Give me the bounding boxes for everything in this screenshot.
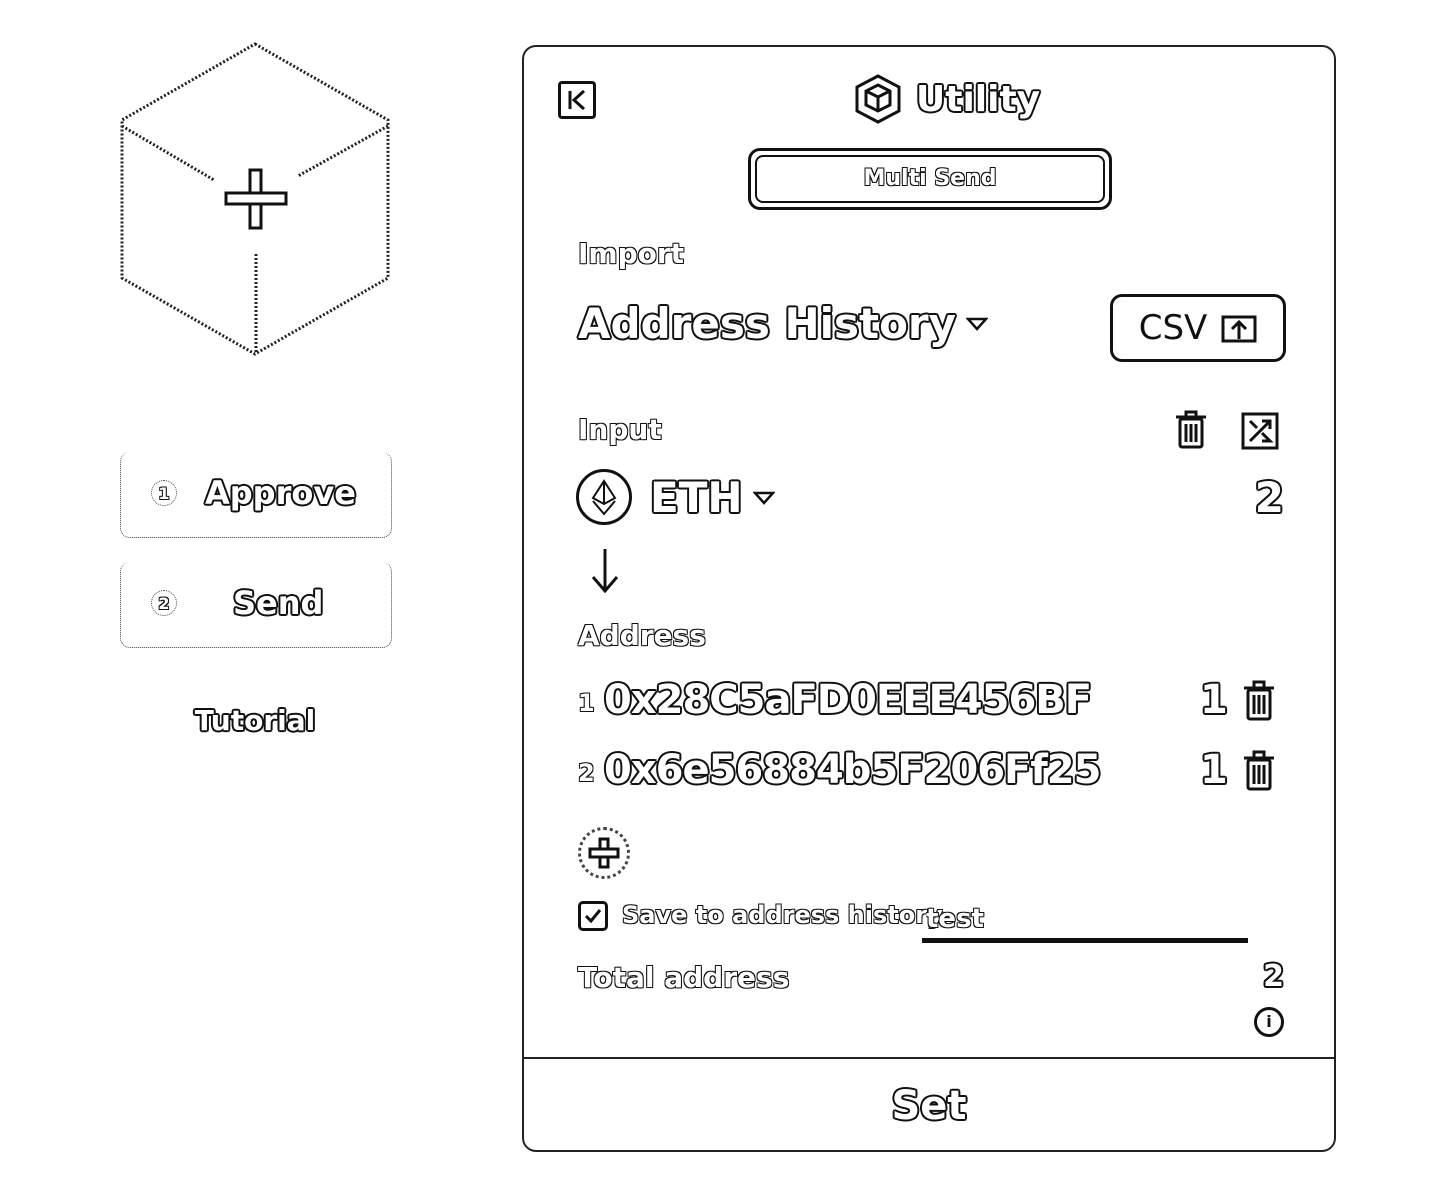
shuffle-icon[interactable] [1240, 411, 1280, 451]
csv-label: CSV [1138, 308, 1208, 348]
address-amount[interactable]: 1 [1200, 747, 1228, 793]
chevron-down-icon [752, 491, 775, 505]
plus-icon [588, 837, 620, 869]
multi-send-label: Multi Send [863, 166, 997, 191]
address-label: Address [578, 619, 706, 652]
checkmark-icon [584, 909, 602, 924]
step-label: Approve [205, 474, 356, 512]
tutorial-link[interactable]: Tutorial [194, 704, 316, 737]
import-source-label: Address History [578, 299, 957, 348]
panel-header: Utility [852, 71, 1040, 127]
token-dropdown[interactable]: ETH [650, 473, 775, 522]
trash-icon[interactable] [1240, 679, 1278, 723]
step-number: 2 [151, 590, 177, 616]
cube-icon [855, 74, 901, 124]
step-label: Send [233, 584, 324, 622]
upload-icon [1221, 315, 1257, 343]
step-number: 1 [151, 480, 177, 506]
collapse-left-icon[interactable] [558, 81, 596, 119]
utility-panel: Utility Multi Send Import Address Histor… [522, 45, 1336, 1152]
save-history-label: Save to address history [622, 901, 943, 929]
row-index: 1 [578, 689, 595, 717]
history-name-input[interactable] [922, 899, 1248, 943]
import-label: Import [578, 237, 685, 270]
panel-title: Utility [916, 78, 1041, 120]
total-address-value: 2 [1263, 959, 1284, 994]
save-history-checkbox[interactable] [578, 901, 608, 931]
csv-import-button[interactable]: CSV [1110, 294, 1286, 362]
trash-icon[interactable] [1172, 409, 1210, 451]
address-row: 2 0x6e56884b5F206Ff25 1 [578, 745, 1288, 801]
cube-plus-icon [120, 42, 390, 356]
set-button[interactable]: Set [522, 1057, 1336, 1154]
row-index: 2 [578, 759, 595, 787]
address-amount[interactable]: 1 [1200, 677, 1228, 723]
total-address-label: Total address [578, 961, 790, 994]
address-value[interactable]: 0x28C5aFD0EEE456BF [604, 677, 1092, 723]
token-label: ETH [650, 473, 743, 522]
step-approve[interactable]: 1 Approve [120, 452, 392, 538]
set-label: Set [891, 1083, 967, 1129]
import-source-dropdown[interactable]: Address History [578, 299, 989, 348]
address-value[interactable]: 0x6e56884b5F206Ff25 [604, 747, 1101, 793]
info-icon[interactable]: i [1254, 1007, 1284, 1037]
trash-icon[interactable] [1240, 749, 1278, 793]
multi-send-button[interactable]: Multi Send [748, 148, 1112, 210]
input-label: Input [578, 413, 662, 446]
step-send[interactable]: 2 Send [120, 562, 392, 648]
chevron-down-icon [966, 317, 989, 331]
add-address-button[interactable] [578, 827, 630, 879]
ethereum-icon[interactable] [576, 469, 632, 525]
arrow-down-icon [591, 549, 619, 594]
input-amount: 2 [1254, 473, 1284, 522]
address-row: 1 0x28C5aFD0EEE456BF 1 [578, 675, 1288, 731]
